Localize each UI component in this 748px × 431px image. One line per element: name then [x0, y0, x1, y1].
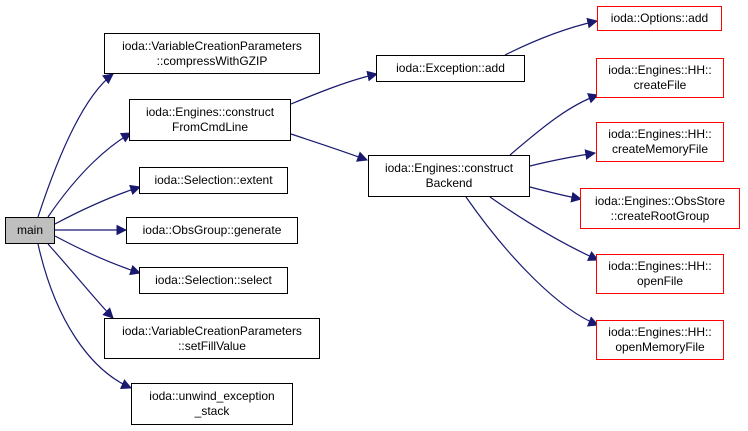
- node-label-line: ioda::Options::add: [610, 11, 709, 25]
- node-label-line: ioda::Exception::add: [396, 61, 505, 75]
- edge-main-to-construct-from-cmd-line: [47, 132, 132, 218]
- node-label-line: ioda::Selection::extent: [154, 173, 273, 187]
- edge-construct-backend-to-hh-create-memory-file: [529, 149, 597, 167]
- node-label-line: Backend: [425, 176, 473, 190]
- edge-construct-from-cmd-line-to-construct-backend: [290, 133, 369, 162]
- edge-exception-add-to-options-add: [504, 17, 599, 56]
- edge-construct-backend-to-hh-create-file: [509, 93, 600, 156]
- node-hh-create-memory-file[interactable]: ioda::Engines::HH:: createMemoryFile: [596, 122, 724, 162]
- node-label-line: ::createRootGroup: [610, 208, 710, 223]
- node-label-line: ioda::VariableCreationParameters: [122, 38, 302, 53]
- node-label-line: openFile: [636, 274, 684, 288]
- node-label-line: ::compressWithGZIP: [156, 53, 268, 68]
- edge-construct-backend-to-hh-open-memory-file: [465, 196, 600, 327]
- node-obsgroup-generate[interactable]: ioda::ObsGroup::generate: [126, 217, 298, 244]
- node-variable-set-fill-value[interactable]: ioda::VariableCreationParameters ::setFi…: [104, 318, 320, 359]
- node-label-line: _stack: [194, 404, 230, 418]
- node-options-add[interactable]: ioda::Options::add: [597, 6, 722, 31]
- node-label-line: createFile: [633, 78, 687, 92]
- node-label-line: ioda::Engines::ObsStore: [594, 193, 726, 208]
- node-label-line: ioda::Engines::HH::: [608, 259, 712, 273]
- node-label-line: FromCmdLine: [171, 120, 249, 134]
- edge-main-to-variable-compress: [37, 73, 114, 218]
- node-label-line: openMemoryFile: [615, 340, 705, 354]
- edge-construct-backend-to-obsstore-create-root-group: [529, 186, 583, 203]
- node-label-line: ioda::unwind_exception: [149, 389, 275, 403]
- edge-main-to-selection-extent: [54, 184, 142, 225]
- node-main[interactable]: main: [5, 217, 55, 244]
- node-construct-from-cmd-line[interactable]: ioda::Engines::construct FromCmdLine: [129, 99, 291, 141]
- node-variable-compress-with-gzip[interactable]: ioda::VariableCreationParameters ::compr…: [104, 33, 320, 74]
- node-label-line: ioda::Engines::HH::: [608, 127, 712, 141]
- node-main-label: main: [16, 223, 43, 237]
- node-obsstore-create-root-group[interactable]: ioda::Engines::ObsStore ::createRootGrou…: [580, 188, 740, 229]
- node-selection-select[interactable]: ioda::Selection::select: [139, 267, 288, 294]
- node-construct-backend[interactable]: ioda::Engines::construct Backend: [368, 155, 530, 197]
- edge-main-to-unwind-exception-stack: [37, 243, 132, 390]
- node-label-line: ioda::VariableCreationParameters: [122, 323, 302, 338]
- node-hh-open-memory-file[interactable]: ioda::Engines::HH:: openMemoryFile: [596, 320, 724, 360]
- edge-main-to-variable-set-fill-value: [47, 243, 114, 319]
- node-unwind-exception-stack[interactable]: ioda::unwind_exception _stack: [131, 383, 293, 425]
- node-selection-extent[interactable]: ioda::Selection::extent: [139, 167, 288, 194]
- node-label-line: ::setFillValue: [178, 338, 246, 353]
- node-hh-open-file[interactable]: ioda::Engines::HH:: openFile: [596, 254, 724, 294]
- node-label-line: ioda::Engines::construct: [384, 161, 514, 175]
- node-label-line: createMemoryFile: [611, 142, 709, 156]
- node-label-line: ioda::Selection::select: [155, 273, 272, 287]
- edge-construct-from-cmd-line-to-exception-add: [290, 70, 379, 105]
- node-exception-add[interactable]: ioda::Exception::add: [376, 55, 525, 82]
- edge-construct-backend-to-hh-open-file: [489, 196, 599, 261]
- edge-main-to-selection-select: [54, 235, 142, 276]
- node-label-line: ioda::Engines::HH::: [608, 63, 712, 77]
- node-label-line: ioda::Engines::construct: [145, 105, 275, 119]
- node-label-line: ioda::Engines::HH::: [608, 325, 712, 339]
- node-hh-create-file[interactable]: ioda::Engines::HH:: createFile: [596, 58, 724, 98]
- node-label-line: ioda::ObsGroup::generate: [142, 223, 282, 237]
